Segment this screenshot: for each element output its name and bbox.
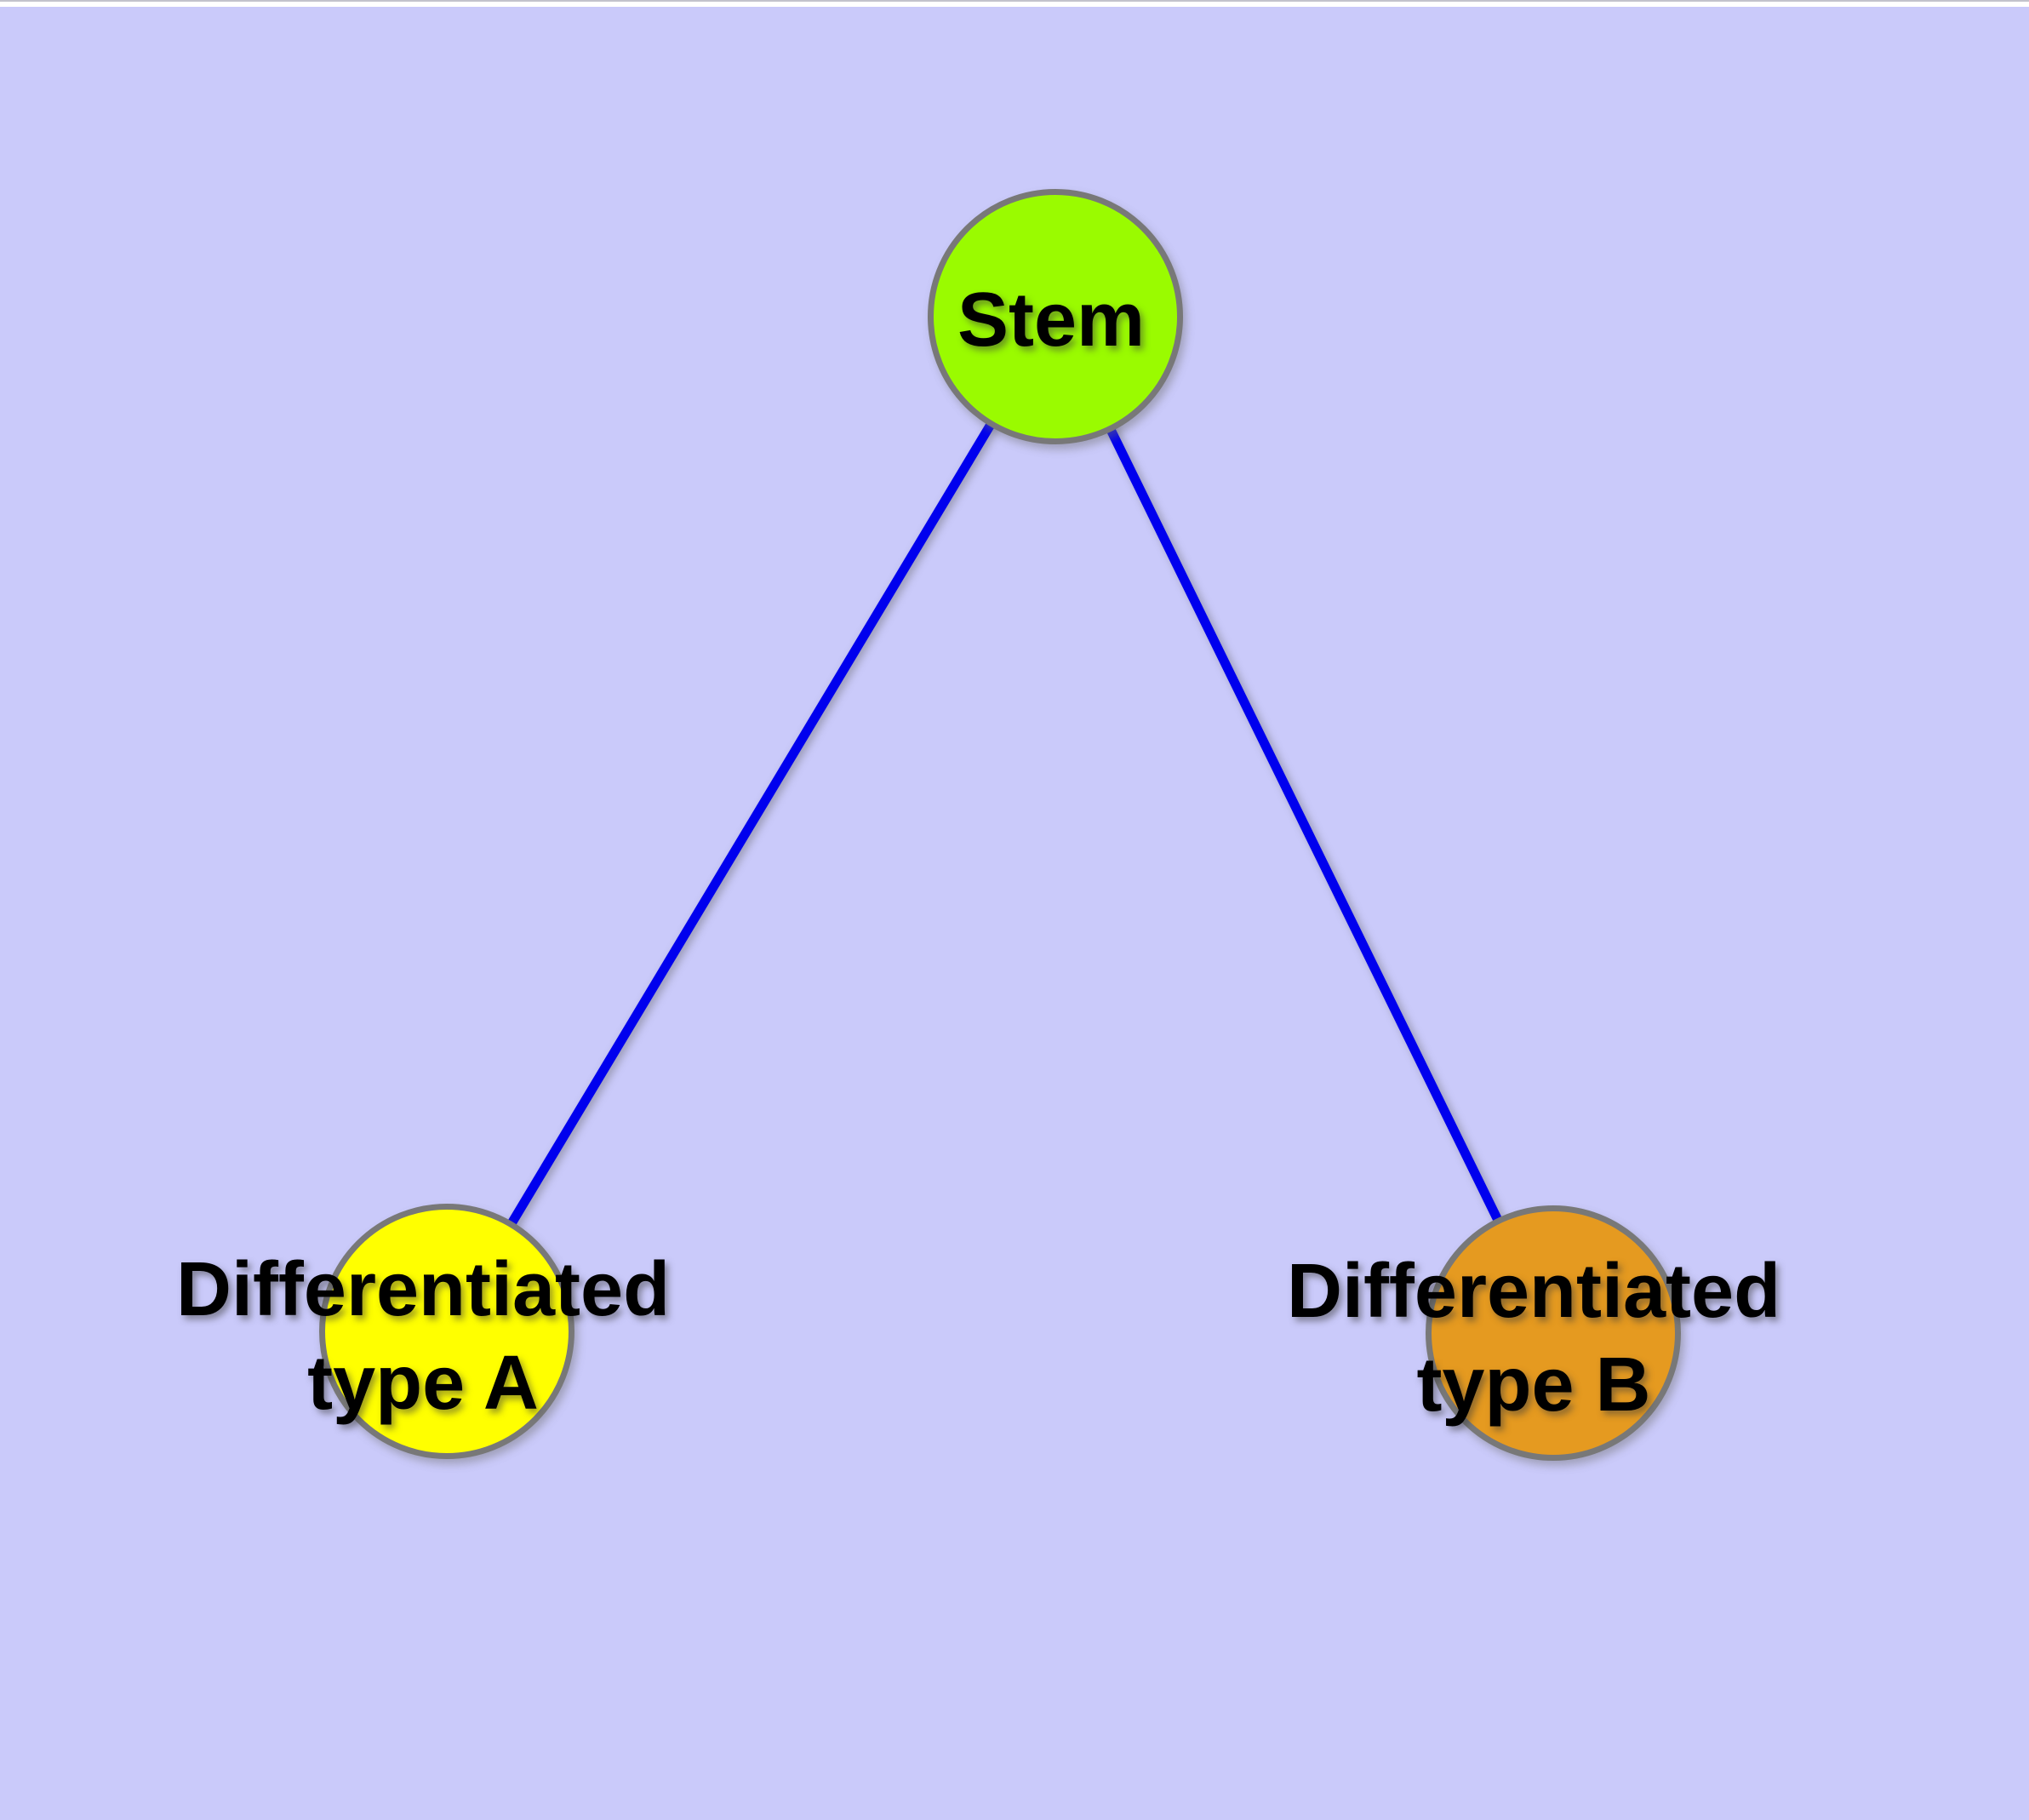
node-stem[interactable] bbox=[928, 189, 1183, 444]
viewport-top-edge bbox=[0, 0, 2029, 7]
node-differentiated-type-b[interactable] bbox=[1426, 1205, 1681, 1461]
edge-stem-to-diff-a[interactable] bbox=[443, 314, 1060, 1334]
node-differentiated-type-a[interactable] bbox=[319, 1204, 574, 1459]
edge-stem-to-diff-b[interactable] bbox=[1051, 314, 1557, 1336]
